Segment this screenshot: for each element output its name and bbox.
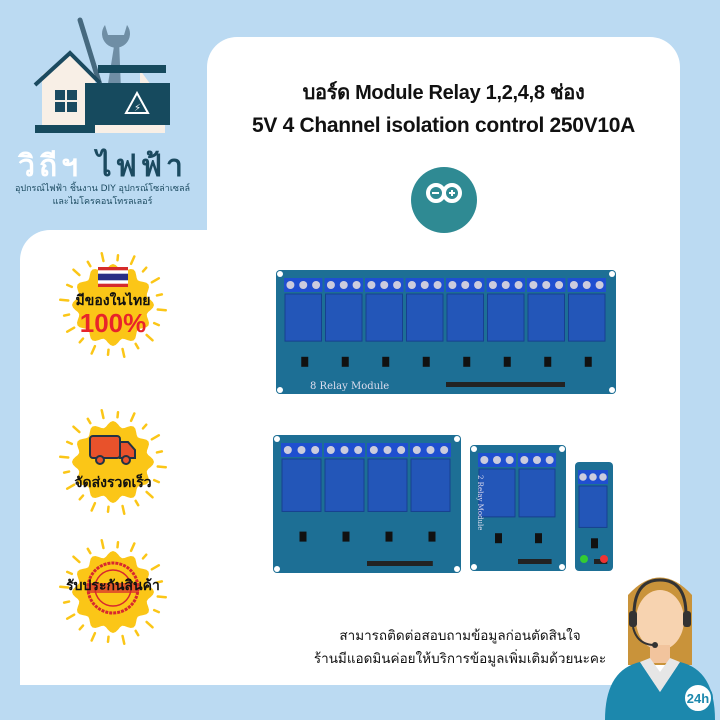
customer-support-agent-illustration: 24h: [605, 577, 715, 720]
store-brand-name: วิถีฯ ไฟฟ้า: [0, 143, 205, 190]
arduino-logo: ARDUINO: [411, 167, 525, 233]
infinity-icon: [426, 183, 462, 203]
support-24h-badge: 24h: [687, 691, 709, 706]
module-label: 2 Relay Module: [476, 475, 484, 530]
relay-module-4-channel: [273, 435, 461, 573]
badge-highlight: 100%: [79, 308, 147, 338]
badge-text: รับประกันสินค้า: [66, 578, 160, 594]
brand-part1: วิถีฯ: [18, 149, 82, 184]
guarantee-stamp-icon: [86, 561, 140, 615]
badge-fast-delivery: จัดส่งรวดเร็ว: [58, 407, 168, 517]
product-title: บอร์ด Module Relay 1,2,4,8 ช่อง: [302, 82, 585, 104]
badge-in-stock-thailand: มีของในไทย 100%: [58, 250, 168, 360]
badge-text: มีของในไทย: [75, 293, 151, 309]
arduino-label: ARDUINO: [495, 208, 525, 216]
relay-module-2-channel: 2 Relay Module: [470, 445, 566, 571]
badge-warranty: รับประกันสินค้า: [58, 537, 168, 647]
tagline-line2: และไมโครคอนโทรลเลอร์: [52, 197, 153, 207]
delivery-truck-icon: [89, 435, 136, 465]
contact-note-line1: สามารถติดต่อสอบถามข้อมูลก่อนตัดสินใจ: [339, 628, 581, 644]
tagline-line1: อุปกรณ์ไฟฟ้า ชิ้นงาน DIY อุปกรณ์โซล่าเซล…: [14, 184, 191, 194]
house-tools-icon: ⚡: [33, 17, 180, 133]
module-label: 8 Relay Module: [310, 381, 389, 392]
relay-module-1-channel: [575, 462, 613, 571]
badge-shape: [59, 251, 167, 359]
badge-text: จัดส่งรวดเร็ว: [74, 475, 152, 491]
contact-note-line2: ร้านมีแอดมินค่อยให้บริการข้อมูลเพิ่มเติม…: [313, 651, 607, 667]
product-subtitle: 5V 4 Channel isolation control 250V10A: [251, 114, 636, 137]
relay-module-8-channel: 8 Relay Module: [276, 270, 616, 394]
brand-part2: ไฟฟ้า: [96, 149, 187, 184]
svg-text:⚡: ⚡: [134, 103, 141, 114]
store-logo: ⚡: [30, 15, 180, 149]
thailand-flag-icon: [98, 267, 128, 287]
